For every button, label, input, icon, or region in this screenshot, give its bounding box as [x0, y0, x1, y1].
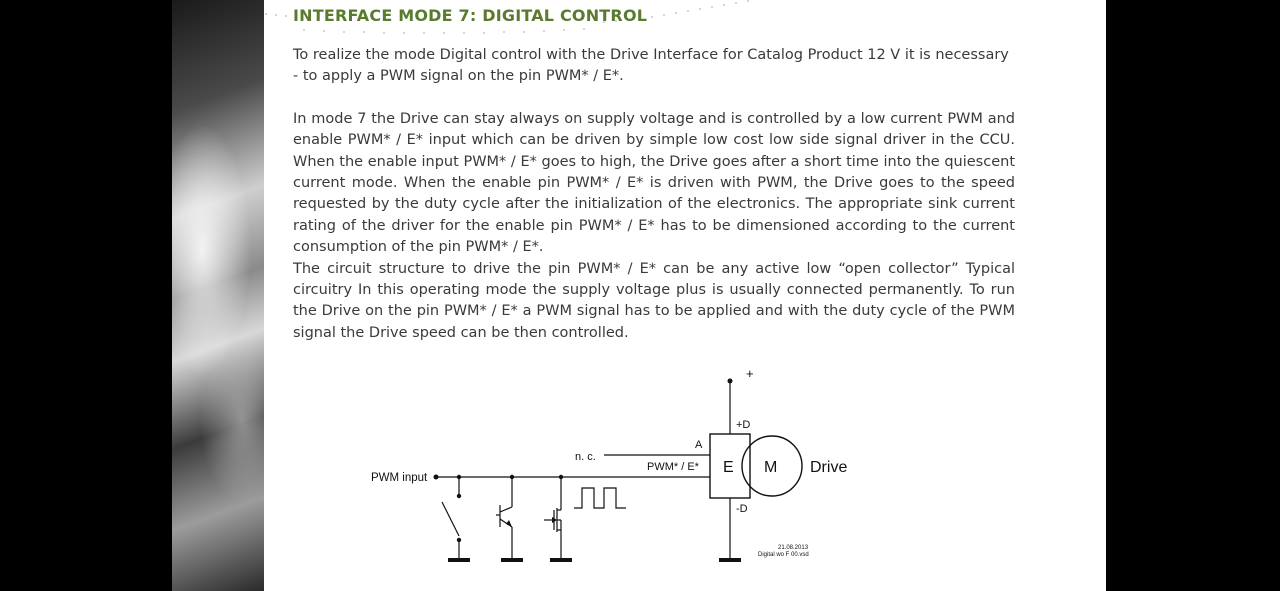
label-plus-d: +D: [736, 419, 750, 431]
label-minus-d: -D: [736, 503, 748, 515]
intro-line-2: - to apply a PWM signal on the pin PWM* …: [293, 68, 624, 85]
decorative-dot-arc: [265, 0, 749, 34]
label-file: Digital wo F 00.vsd: [758, 552, 809, 558]
intro-line-1: To realize the mode Digital control with…: [293, 47, 1009, 63]
label-e: E: [723, 459, 734, 476]
circuit-diagram: + +D -D A n. c. PWM* / E* E M Drive PWM …: [371, 366, 847, 562]
section-heading: INTERFACE MODE 7: DIGITAL CONTROL: [293, 6, 648, 25]
document-page: INTERFACE MODE 7: DIGITAL CONTROL To rea…: [264, 0, 1106, 591]
label-drive: Drive: [810, 459, 847, 476]
label-nc: n. c.: [575, 451, 596, 463]
label-pwm-input: PWM input: [371, 472, 428, 484]
paragraph-circuit: The circuit structure to drive the pin P…: [293, 260, 1015, 341]
paragraph-mode-7: In mode 7 the Drive can stay always on s…: [293, 110, 1015, 256]
body-text: To realize the mode Digital control with…: [293, 45, 1015, 344]
label-date: 21.08.2013: [778, 545, 809, 551]
label-pin-a: A: [695, 439, 703, 451]
label-pwm-pin: PWM* / E*: [647, 461, 700, 473]
label-m: M: [764, 459, 777, 476]
background-photo: [172, 0, 264, 591]
label-plus: +: [746, 366, 754, 381]
